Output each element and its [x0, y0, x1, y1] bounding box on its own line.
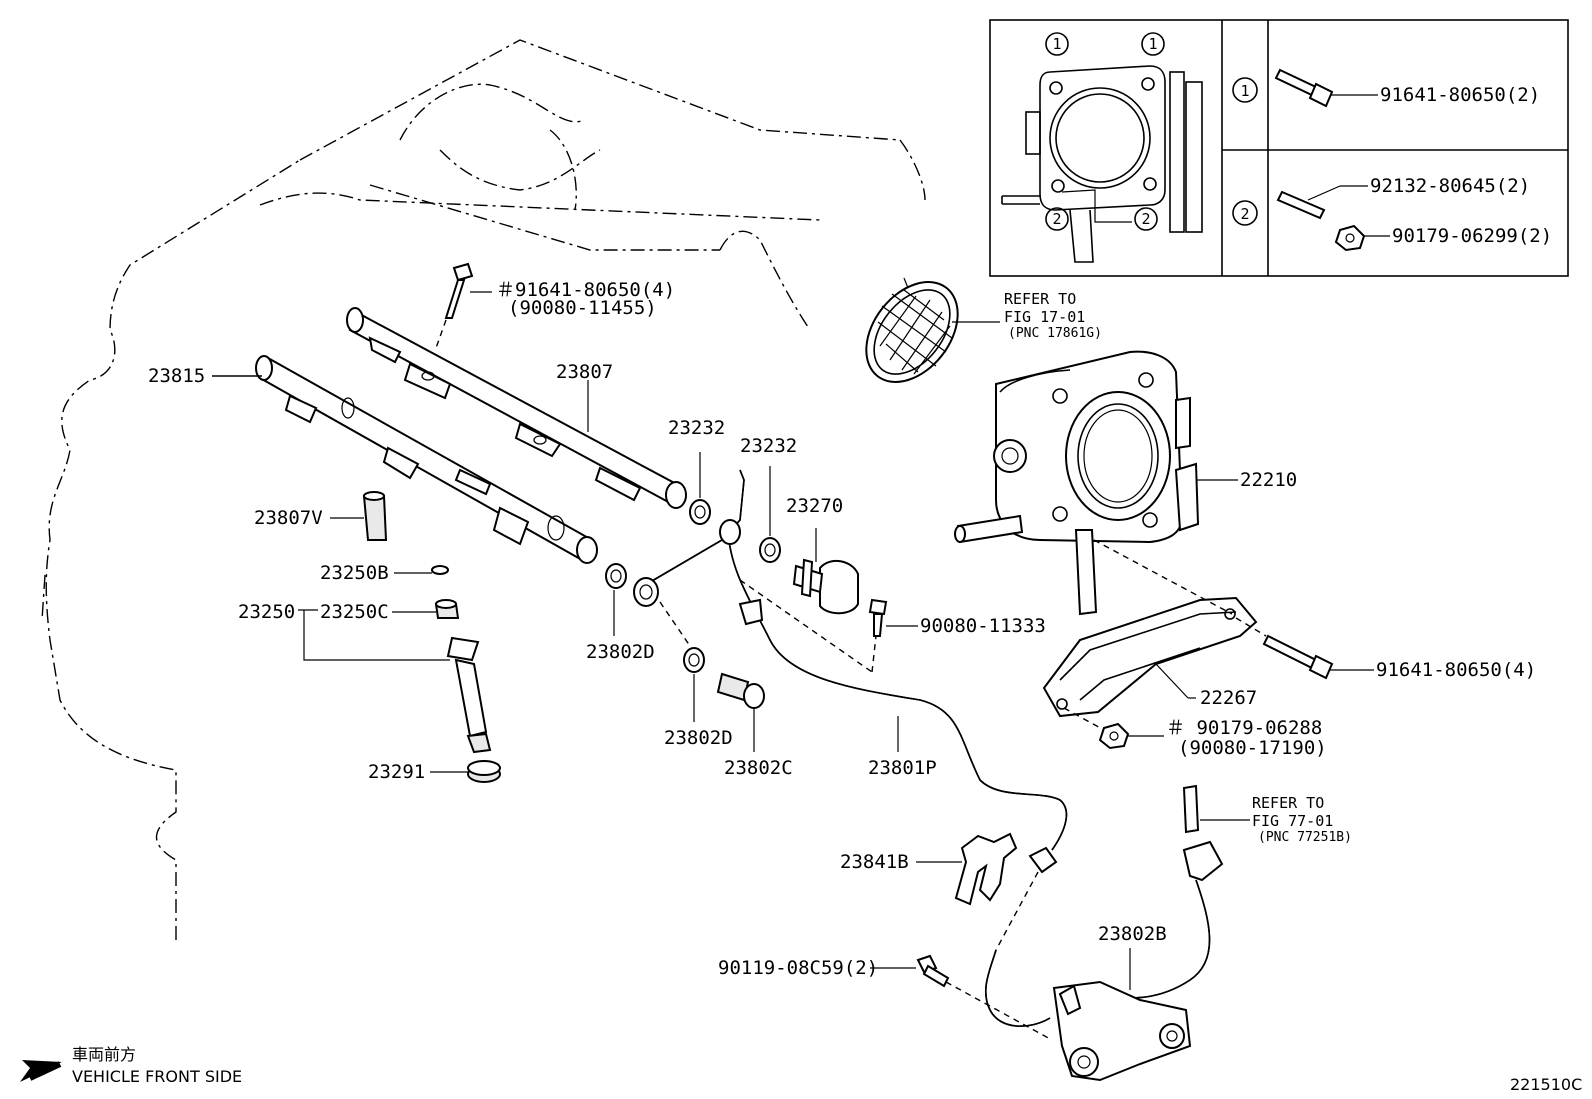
label-23841b: 23841B: [840, 851, 909, 873]
bolt-icon: [868, 598, 888, 637]
label-23250b: 23250B: [320, 562, 389, 584]
mesh-screen: [865, 277, 959, 383]
bolt-icon: [916, 954, 950, 988]
label-22267: 22267: [1200, 687, 1257, 709]
inset-row2-part-a: 92132-80645(2): [1370, 175, 1530, 197]
svg-text:1: 1: [1052, 35, 1061, 53]
label-bolt-rail: ＃91641-80650(4): [496, 279, 675, 301]
label-nut-bracket-alt: (90080-17190): [1178, 737, 1327, 759]
label-22210: 22210: [1240, 469, 1297, 491]
front-side-en: VEHICLE FRONT SIDE: [72, 1067, 242, 1086]
throttle-flange-sketch: [1001, 65, 1203, 263]
fuel-rail-23807: [346, 307, 687, 509]
label-bolt-23270: 90080-11333: [920, 615, 1046, 637]
label-23250c: 23250C: [320, 601, 389, 623]
label-refer1-a: REFER TO: [1004, 290, 1076, 308]
arrow-left-down-icon: [20, 1060, 62, 1082]
inset-row2-part-b: 90179-06299(2): [1392, 225, 1552, 247]
label-23802b: 23802B: [1098, 923, 1167, 945]
label-23250: 23250: [238, 601, 295, 623]
label-refer2-a: REFER TO: [1252, 794, 1324, 812]
fuel-pipe-23801p: [633, 469, 1068, 874]
seal-23291: [467, 760, 501, 783]
fuel-hose-23802b: [984, 840, 1224, 1082]
svg-text:2: 2: [1141, 210, 1150, 228]
damper-23807v: [362, 491, 388, 541]
label-23291: 23291: [368, 761, 425, 783]
svg-text:1: 1: [1240, 82, 1249, 100]
union-bolt-23802c: [716, 672, 765, 709]
label-23802c: 23802C: [724, 757, 793, 779]
bracket-22267: [1042, 596, 1258, 718]
inset-row1-part: 91641-80650(2): [1380, 84, 1540, 106]
label-bolt-rail-alt: (90080-11455): [508, 297, 657, 319]
label-refer1-c: (PNC 17861G): [1008, 326, 1102, 341]
gasket-23802d-b: [605, 563, 627, 589]
svg-text:1: 1: [1148, 35, 1157, 53]
bolt-icon: [444, 262, 474, 319]
throttle-body-22210: [954, 350, 1200, 616]
label-23801p: 23801P: [868, 757, 937, 779]
stud-icon: [1276, 190, 1326, 220]
label-refer2-b: FIG 77-01: [1252, 812, 1333, 830]
engine-outline: [41, 39, 926, 940]
oring-23250b: [431, 565, 449, 575]
fuel-rail-23815: [255, 355, 598, 564]
inset-box: 1 1 2 2 1 2 91641-80650(2) 921: [989, 19, 1569, 277]
label-23232-a: 23232: [668, 417, 725, 439]
gasket-23802d-c: [683, 647, 705, 673]
label-23802d-b: 23802D: [664, 727, 733, 749]
svg-text:2: 2: [1052, 210, 1061, 228]
label-refer1-b: FIG 17-01: [1004, 308, 1085, 326]
label-bolt-bracket: 91641-80650(4): [1376, 659, 1536, 681]
bolt-icon: [1274, 68, 1334, 108]
vapor-hose: [1182, 784, 1200, 834]
injector-23250: [446, 636, 492, 754]
label-bolt-23802b: 90119-08C59(2): [718, 957, 878, 979]
front-side-jp: 車両前方: [72, 1045, 136, 1064]
gasket-23232-b: [759, 537, 781, 563]
label-23807v: 23807V: [254, 507, 323, 529]
bolt-icon: [1262, 634, 1334, 680]
nut-icon: [1334, 224, 1366, 252]
circled-number-icon: 1 1 2 2 1 2: [1045, 32, 1258, 231]
label-23807: 23807: [556, 361, 613, 383]
label-23270: 23270: [786, 495, 843, 517]
pulsation-damper-23270: [792, 558, 859, 615]
gasket-23802d-a: [689, 499, 711, 525]
label-refer2-c: (PNC 77251B): [1258, 830, 1352, 845]
label-23232-b: 23232: [740, 435, 797, 457]
label-23802d-a: 23802D: [586, 641, 655, 663]
label-23815: 23815: [148, 365, 205, 387]
clamp-23841b: [954, 832, 1018, 906]
nut-icon: [1098, 722, 1130, 750]
cushion-23250c: [434, 599, 460, 619]
svg-text:2: 2: [1240, 205, 1249, 223]
figure-id: 221510C: [1510, 1075, 1582, 1094]
label-nut-bracket: ＃ 90179-06288: [1166, 717, 1322, 739]
